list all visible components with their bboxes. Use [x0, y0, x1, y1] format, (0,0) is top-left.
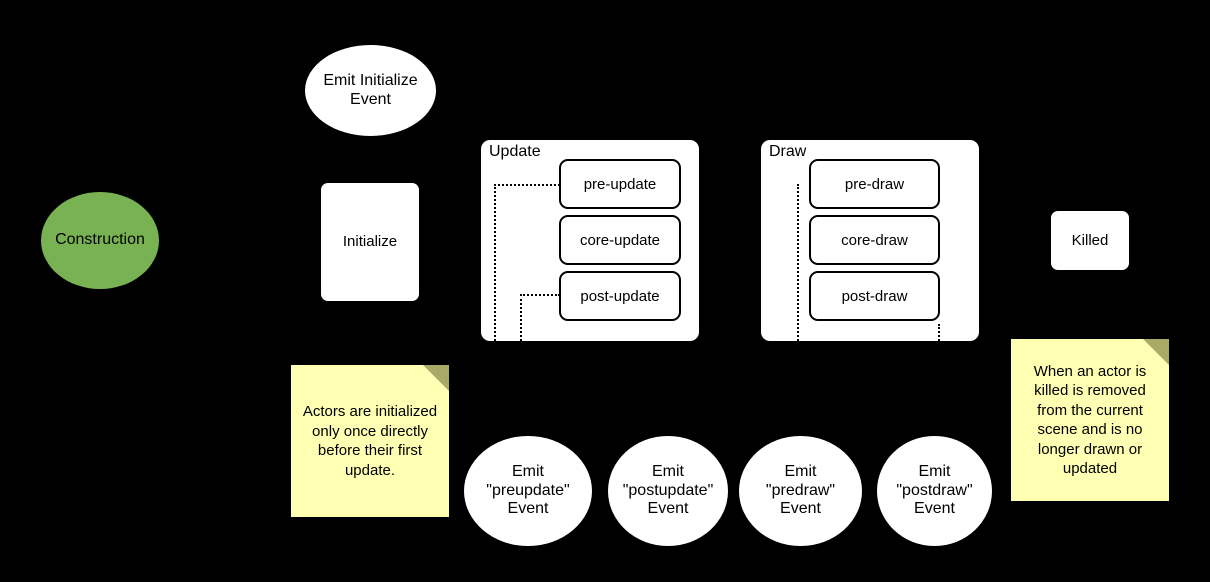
event-emit-initialize-label: Emit Initialize Event — [323, 71, 418, 108]
event-emit-postdraw-line3: Event — [914, 500, 955, 518]
event-emit-initialize[interactable]: Emit Initialize Event — [305, 45, 436, 136]
connector-draw-postdraw-vertical — [938, 324, 940, 341]
event-emit-predraw-line2: "predraw" — [765, 481, 836, 499]
phase-post-update-label: post-update — [580, 287, 660, 305]
state-killed-label: Killed — [1071, 231, 1109, 249]
phase-pre-update[interactable]: pre-update — [559, 159, 681, 209]
container-update-title: Update — [489, 143, 541, 160]
phase-core-update[interactable]: core-update — [559, 215, 681, 265]
event-emit-postupdate[interactable]: Emit "postupdate" Event — [608, 436, 728, 546]
container-update: Update pre-update core-update post-updat… — [481, 140, 699, 341]
phase-post-draw[interactable]: post-draw — [809, 271, 940, 321]
phase-pre-draw-label: pre-draw — [844, 175, 905, 193]
connector-update-preupdate-horizontal — [494, 184, 560, 186]
state-construction[interactable]: Construction — [41, 192, 159, 289]
note-initialize-text: Actors are initialized only once directl… — [302, 403, 438, 479]
connector-draw-predraw-tail — [797, 341, 799, 437]
event-emit-postupdate-line3: Event — [647, 500, 689, 518]
state-construction-label: Construction — [55, 231, 145, 249]
note-killed-text: When an actor is killed is removed from … — [1033, 362, 1147, 478]
event-emit-predraw-line1: Emit — [784, 462, 817, 480]
phase-post-draw-label: post-draw — [841, 287, 908, 305]
state-killed[interactable]: Killed — [1051, 211, 1129, 270]
event-emit-predraw[interactable]: Emit "predraw" Event — [739, 436, 862, 546]
state-initialize[interactable]: Initialize — [321, 183, 419, 301]
phase-pre-draw[interactable]: pre-draw — [809, 159, 940, 209]
event-emit-preupdate-line2: "preupdate" — [486, 481, 570, 499]
connector-update-preupdate-tail — [494, 341, 496, 437]
phase-pre-update-label: pre-update — [583, 175, 657, 193]
event-emit-preupdate-line3: Event — [507, 500, 549, 518]
phase-post-update[interactable]: post-update — [559, 271, 681, 321]
event-emit-predraw-line3: Event — [780, 500, 821, 518]
event-emit-postdraw[interactable]: Emit "postdraw" Event — [877, 436, 992, 546]
event-emit-postdraw-line2: "postdraw" — [896, 481, 973, 499]
state-initialize-label: Initialize — [342, 233, 398, 251]
container-draw-title: Draw — [769, 143, 807, 160]
event-emit-postdraw-line1: Emit — [918, 462, 951, 480]
connector-update-postupdate-vertical — [520, 294, 522, 341]
phase-core-update-label: core-update — [579, 231, 661, 249]
event-emit-postupdate-line1: Emit — [651, 462, 684, 480]
phase-core-draw-label: core-draw — [841, 231, 908, 249]
note-killed: When an actor is killed is removed from … — [1011, 339, 1169, 501]
connector-draw-predraw-vertical — [797, 184, 799, 341]
event-emit-preupdate-line1: Emit — [511, 462, 544, 480]
phase-core-draw[interactable]: core-draw — [809, 215, 940, 265]
connector-update-postupdate-horizontal — [520, 294, 560, 296]
container-draw: Draw pre-draw core-draw post-draw — [761, 140, 979, 341]
note-fold-icon — [423, 365, 449, 391]
note-initialize: Actors are initialized only once directl… — [291, 365, 449, 517]
connector-update-preupdate-vertical — [494, 184, 496, 341]
event-emit-postupdate-line2: "postupdate" — [622, 481, 714, 499]
connector-draw-postdraw-tail — [938, 341, 940, 437]
connector-update-postupdate-tail — [520, 341, 522, 437]
event-emit-preupdate[interactable]: Emit "preupdate" Event — [464, 436, 592, 546]
